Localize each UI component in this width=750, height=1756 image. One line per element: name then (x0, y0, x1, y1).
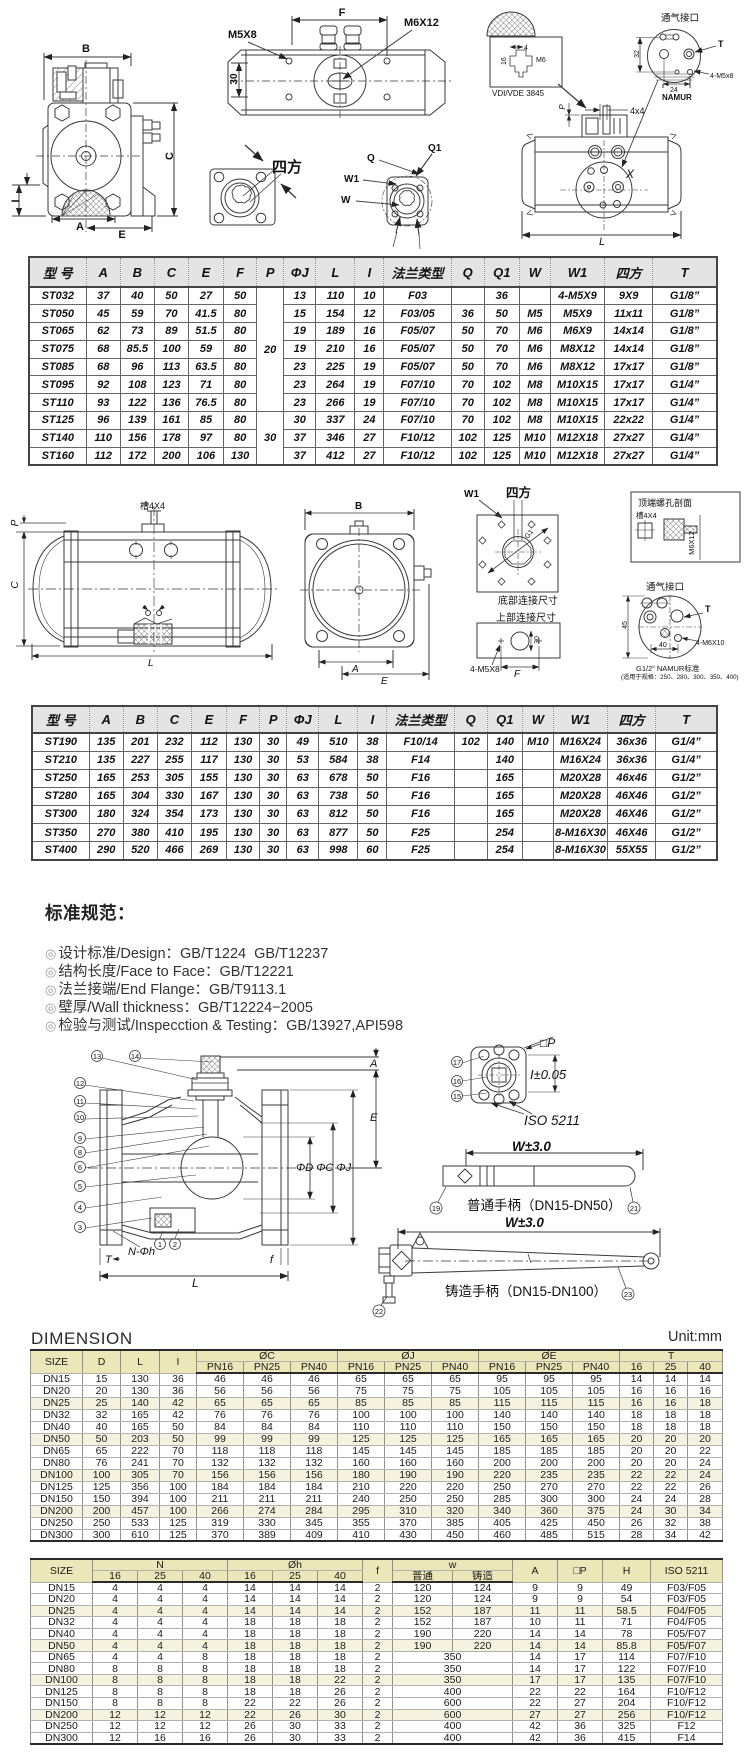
svg-text:21: 21 (630, 1204, 638, 1213)
svg-text:30: 30 (534, 636, 541, 644)
svg-text:W: W (341, 195, 351, 206)
svg-text:NAMUR: NAMUR (662, 93, 692, 102)
svg-text:F: F (339, 7, 346, 19)
svg-text:槽4X4: 槽4X4 (140, 500, 165, 511)
svg-text:L: L (599, 236, 605, 248)
svg-text:L: L (148, 658, 154, 669)
svg-text:16: 16 (453, 1077, 461, 1086)
svg-text:(适用于规格：250、280、300、350、400): (适用于规格：250、280、300、350、400) (621, 673, 739, 681)
svg-text:11: 11 (76, 1097, 84, 1106)
svg-text:15: 15 (453, 1092, 461, 1101)
svg-text:16: 16 (501, 57, 508, 65)
svg-text:1: 1 (158, 1240, 162, 1249)
svg-text:普通手柄（DN15-DN50）: 普通手柄（DN15-DN50） (467, 1198, 622, 1213)
svg-text:M6X12: M6X12 (404, 17, 439, 29)
svg-text:45: 45 (622, 621, 629, 629)
svg-text:VDI/VDE 3845: VDI/VDE 3845 (492, 89, 545, 98)
svg-text:W1: W1 (464, 489, 479, 500)
svg-text:4-M6X10: 4-M6X10 (696, 640, 725, 647)
svg-text:G1/2” NAMUR标准: G1/2” NAMUR标准 (636, 663, 700, 673)
svg-text:B: B (355, 501, 362, 512)
svg-text:14: 14 (131, 1052, 139, 1061)
svg-text:A: A (351, 664, 359, 675)
svg-text:四方: 四方 (506, 485, 531, 500)
svg-text:5: 5 (78, 1182, 82, 1191)
svg-text:30: 30 (229, 73, 240, 85)
svg-text:I±0.05: I±0.05 (530, 1067, 567, 1082)
svg-text:M6X12: M6X12 (687, 531, 696, 555)
svg-text:C: C (164, 152, 176, 160)
svg-text:9: 9 (78, 1134, 82, 1143)
svg-text:C: C (10, 581, 21, 589)
svg-text:17: 17 (453, 1058, 461, 1067)
svg-text:X: X (625, 167, 635, 181)
svg-text:22: 22 (375, 1307, 383, 1316)
svg-text:N-Φh: N-Φh (128, 1246, 155, 1258)
svg-text:L: L (192, 1276, 199, 1290)
svg-text:3: 3 (78, 1223, 82, 1232)
svg-text:E: E (118, 229, 125, 241)
svg-text:f: f (270, 1254, 274, 1266)
svg-text:23: 23 (624, 1290, 632, 1299)
svg-text:T: T (718, 39, 724, 49)
svg-text:4: 4 (524, 45, 528, 52)
svg-text:32: 32 (634, 50, 641, 58)
svg-text:12: 12 (76, 1079, 84, 1088)
svg-text:4-M5x8: 4-M5x8 (710, 73, 733, 80)
svg-text:F: F (514, 669, 521, 680)
svg-text:E: E (370, 1112, 378, 1124)
svg-text:P: P (10, 519, 21, 526)
svg-text:P: P (558, 104, 567, 110)
svg-text:ΦD ΦC ΦJ: ΦD ΦC ΦJ (296, 1162, 352, 1174)
svg-text:顶端螺孔剖面: 顶端螺孔剖面 (638, 497, 692, 508)
svg-text:通气接口: 通气接口 (646, 581, 684, 593)
svg-text:4x4: 4x4 (630, 106, 645, 116)
svg-text:E: E (381, 676, 388, 687)
svg-text:6: 6 (78, 1163, 82, 1172)
svg-text:40: 40 (659, 642, 667, 649)
svg-text:M6: M6 (536, 57, 546, 64)
svg-text:槽4X4: 槽4X4 (636, 510, 657, 520)
svg-text:4: 4 (78, 1203, 82, 1212)
svg-text:T: T (105, 1254, 113, 1266)
svg-text:ISO 5211: ISO 5211 (524, 1113, 580, 1128)
svg-text:底部连接尺寸: 底部连接尺寸 (498, 594, 558, 607)
svg-text:I: I (10, 199, 22, 202)
svg-text:19: 19 (432, 1204, 440, 1213)
svg-text:2: 2 (173, 1240, 177, 1249)
svg-text:四方: 四方 (272, 158, 302, 176)
svg-text:8: 8 (78, 1148, 82, 1157)
svg-text:4-M5X8: 4-M5X8 (470, 664, 500, 674)
svg-text:铸造手柄（DN15-DN100）: 铸造手柄（DN15-DN100） (445, 1284, 607, 1299)
svg-text:G1: G1 (524, 528, 535, 540)
svg-text:M5X8: M5X8 (228, 29, 257, 41)
svg-text:W±3.0: W±3.0 (512, 1139, 551, 1154)
svg-text:10: 10 (76, 1113, 84, 1122)
svg-text:T: T (705, 604, 711, 614)
svg-text:Q1: Q1 (428, 143, 442, 154)
svg-text:W1: W1 (344, 174, 359, 185)
svg-text:W±3.0: W±3.0 (505, 1215, 544, 1230)
svg-text:□P: □P (540, 1036, 555, 1050)
svg-text:B: B (82, 43, 90, 55)
svg-text:A: A (369, 1058, 377, 1070)
svg-text:Q: Q (367, 153, 375, 164)
svg-text:A: A (76, 221, 84, 233)
svg-text:通气接口: 通气接口 (661, 12, 699, 24)
svg-text:24: 24 (670, 87, 678, 94)
svg-text:上部连接尺寸: 上部连接尺寸 (496, 611, 556, 624)
svg-text:13: 13 (93, 1052, 101, 1061)
